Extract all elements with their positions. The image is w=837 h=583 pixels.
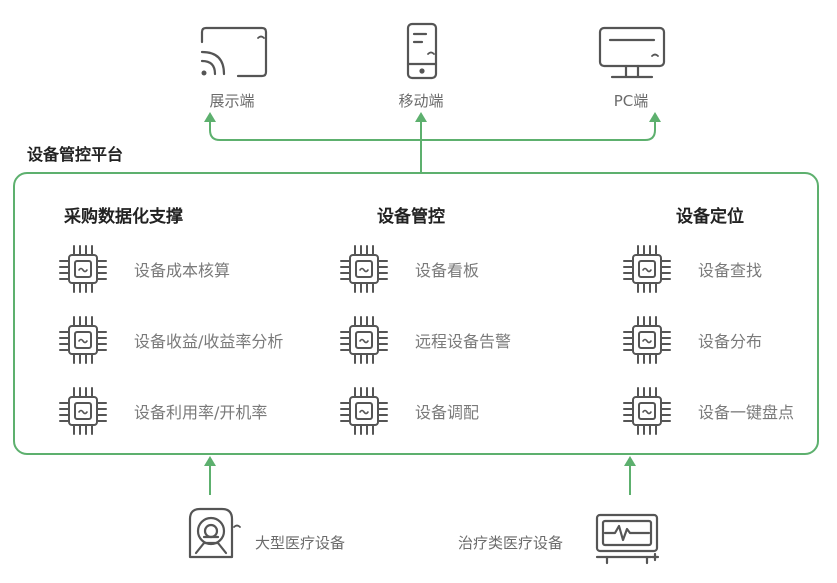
chip-icon: [59, 316, 107, 364]
chip-icon: [340, 316, 388, 364]
chip-icon: [59, 387, 107, 435]
chip-icon: [623, 245, 671, 293]
display-label: 展示端: [209, 92, 255, 110]
item-label: 设备利用率/开机率: [134, 403, 268, 422]
item-label: 设备一键盘点: [698, 403, 795, 422]
platform-title: 设备管控平台: [27, 145, 124, 164]
chip-icon: [623, 316, 671, 364]
item-label: 设备收益/收益率分析: [134, 332, 284, 351]
patient-monitor-icon: [595, 513, 660, 565]
medical-scanner-icon: [188, 507, 241, 559]
arrowhead-monitor: [624, 456, 636, 466]
large-medical-label: 大型医疗设备: [255, 534, 346, 552]
platform-box: [13, 172, 819, 455]
item-label: 远程设备告警: [415, 332, 512, 351]
item-label: 设备调配: [415, 403, 480, 422]
item-label: 设备查找: [698, 261, 763, 280]
item-label: 设备看板: [415, 261, 480, 280]
arrowhead-mobile: [415, 112, 427, 122]
column-title-procurement: 采购数据化支撑: [64, 207, 183, 227]
chip-icon: [623, 387, 671, 435]
column-title-control: 设备管控: [377, 207, 445, 227]
treatment-medical-label: 治疗类医疗设备: [458, 534, 564, 552]
mobile-label: 移动端: [398, 92, 444, 110]
mobile-phone-icon: [406, 22, 438, 80]
chip-icon: [340, 245, 388, 293]
monitor-icon: [598, 26, 666, 79]
arrowhead-display: [204, 112, 216, 122]
item-label: 设备分布: [698, 332, 763, 351]
item-label: 设备成本核算: [134, 261, 231, 280]
chip-icon: [340, 387, 388, 435]
column-title-location: 设备定位: [676, 207, 744, 227]
arrowhead-scanner: [204, 456, 216, 466]
chip-icon: [59, 245, 107, 293]
cast-screen-icon: [200, 26, 268, 78]
connector-top-horizontal: [209, 120, 656, 141]
pc-label: PC端: [613, 92, 649, 110]
arrowhead-pc: [649, 112, 661, 122]
